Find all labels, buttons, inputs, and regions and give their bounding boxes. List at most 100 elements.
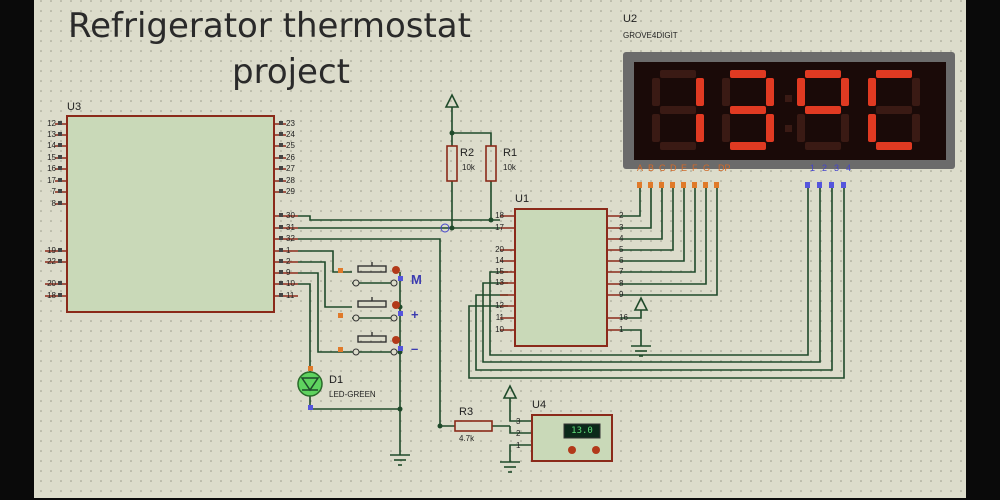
u3-pin-label: 32 [286,234,295,243]
vcc-symbols [444,93,649,399]
button-minus[interactable] [352,332,400,356]
u2-seg-pin-label: G [703,163,711,173]
u3-pin-label: 9 [286,268,291,277]
u2-segment-c [912,114,920,142]
r3-value: 4.7k [459,434,475,443]
u1-chip-body[interactable] [514,208,608,347]
u3-pin-marker [58,178,62,182]
button-m-label: M [411,272,422,287]
u3-pin-marker [279,293,283,297]
led-d1[interactable] [297,371,323,397]
u2-seg-pin-label: B [648,163,655,173]
u2-seg-pin-marker [681,182,686,188]
u1-pin-label: 10 [495,325,504,334]
u3-pin-marker [279,225,283,229]
u3-pin-label: 11 [286,291,295,300]
u3-pin-label: 1 [286,246,291,255]
u2-digit-pin-label: 1 [810,163,816,173]
u3-pin-label: 2 [286,257,291,266]
u3-pin-label: 16 [47,164,56,173]
u2-segment-e [797,114,805,142]
u2-segment-f [652,78,660,106]
u1-pin-label: 3 [619,223,624,232]
u2-segment-g [660,106,696,114]
u1-pin-label: 13 [495,278,504,287]
u1-pin-label: 14 [495,256,504,265]
u3-pin-marker [279,270,283,274]
u3-pin-label: 18 [47,291,56,300]
u3-pin-marker [279,132,283,136]
u2-segment-c [766,114,774,142]
u2-digits [652,70,920,150]
u1-pin-label: 8 [619,279,624,288]
u3-chip-body[interactable] [66,115,275,313]
u2-segment-f [868,78,876,106]
u3-pin-label: 20 [47,279,56,288]
u1-pin-label: 1 [619,325,624,334]
button-plus[interactable] [352,297,400,322]
r3-ref: R3 [459,406,474,418]
u3-pin-label: 13 [47,130,56,139]
u2-segment-d [730,142,766,150]
u3-pin-label: 31 [286,223,295,232]
u4-button-left[interactable] [568,446,576,454]
u2-segment-a [876,70,912,78]
r2-value: 10k [462,163,475,172]
u3-pin-marker [279,143,283,147]
u4-lcd [563,423,601,439]
u2-pin-markers [637,182,846,188]
u2-ref: U2 [623,13,638,25]
ground-symbols [390,345,651,473]
u2-segment-d [805,142,841,150]
u2-segment-d [876,142,912,150]
u2-seg-pin-label: DP [718,163,731,173]
u1-pin-label: 12 [495,301,504,310]
u2-seg-pin-marker [648,182,653,188]
u3-pin-marker [279,121,283,125]
r1-body[interactable] [485,145,497,182]
u2-seg-pin-marker [659,182,664,188]
u3-pin-label: 25 [286,141,295,150]
u1-pin-label: 7 [619,267,624,276]
u2-segment-e [868,114,876,142]
u4-ref: U4 [532,399,547,411]
title-line-2: project [232,52,351,92]
u2-segment-c [696,114,704,142]
led-pin-top [308,366,313,371]
u3-pin-marker [279,155,283,159]
u3-pin-label: 7 [51,187,56,196]
u3-pin-label: 23 [286,119,295,128]
u1-pin-label: 6 [619,256,624,265]
u2-segment-d [660,142,696,150]
r1-value: 10k [503,163,516,172]
d1-type: LED-GREEN [329,390,376,399]
u3-pin-marker [58,201,62,205]
u3-pin-label: 19 [47,246,56,255]
u1-pin-label: 18 [495,211,504,220]
u3-pin-label: 29 [286,187,295,196]
u2-type: GROVE4DIGIT [623,31,678,40]
u2-digit-pin-label: 4 [846,163,852,173]
u1-ref: U1 [515,193,530,205]
u1-pin-label: 4 [619,234,624,243]
u3-pin-marker [58,121,62,125]
u2-seg-pin-label: D [670,163,677,173]
u2-segment-e [722,114,730,142]
u3-pin-label: 30 [286,211,295,220]
u1-pin-label: 2 [619,211,624,220]
u2-segment-a [730,70,766,78]
u3-pin-marker [279,189,283,193]
u2-segment-b [912,78,920,106]
u3-pin-marker [58,166,62,170]
button-m[interactable] [352,262,400,287]
u4-button-right[interactable] [592,446,600,454]
r3-body[interactable] [454,420,493,432]
u2-seg-pin-marker [637,182,642,188]
u3-pin-label: 15 [47,153,56,162]
wires [298,107,845,462]
r2-body[interactable] [446,145,458,182]
u3-pin-label: 24 [286,130,295,139]
u2-segment-a [660,70,696,78]
u3-pin-label: 12 [47,119,56,128]
u2-digit-pin-marker [829,182,834,188]
